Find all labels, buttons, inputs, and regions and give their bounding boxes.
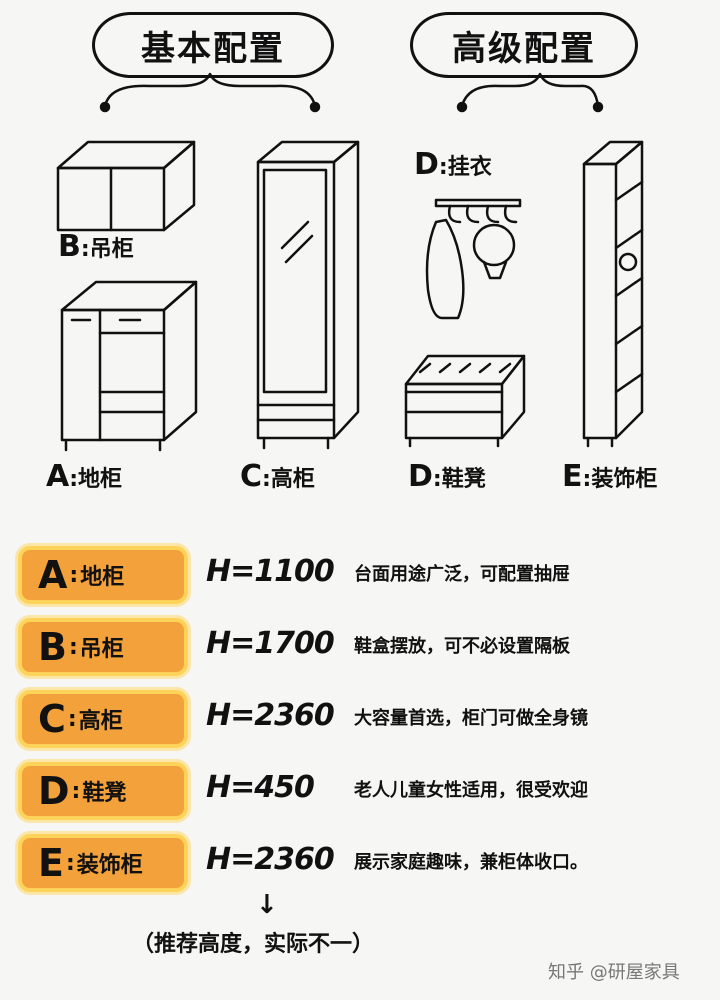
spec-height: H=2360 xyxy=(206,842,335,877)
label-sep: : xyxy=(69,467,79,492)
spec-row-d: D:鞋凳 H=450 老人儿童女性适用，很受欢迎 xyxy=(18,762,718,824)
spec-sep: : xyxy=(68,634,78,660)
label-letter: C xyxy=(240,459,263,494)
header-advanced-text: 高级配置 xyxy=(452,28,596,69)
spec-desc: 老人儿童女性适用，很受欢迎 xyxy=(354,780,588,801)
basic-brace xyxy=(99,72,321,113)
spec-row-e: E:装饰柜 H=2360 展示家庭趣味，兼柜体收口。 xyxy=(18,834,718,896)
label-name: 地柜 xyxy=(78,467,123,492)
coat-hanger-drawing xyxy=(425,198,522,320)
spec-row-b: B:吊柜 H=1700 鞋盒摆放，可不必设置隔板 xyxy=(18,618,718,680)
label-letter: A xyxy=(46,459,70,494)
spec-height: H=450 xyxy=(206,770,315,805)
label-name: 挂衣 xyxy=(447,155,492,180)
spec-name: 鞋凳 xyxy=(82,781,127,806)
spec-desc: 展示家庭趣味，兼柜体收口。 xyxy=(354,852,588,873)
tall-cabinet-drawing xyxy=(256,140,360,450)
label-sep: : xyxy=(80,237,90,262)
shoe-bench-drawing xyxy=(404,354,526,448)
header-basic-text: 基本配置 xyxy=(141,28,285,69)
spec-name: 装饰柜 xyxy=(76,853,143,878)
spec-row-c: C:高柜 H=2360 大容量首选，柜门可做全身镜 xyxy=(18,690,718,752)
label-tall-cabinet: C:高柜 xyxy=(240,462,315,492)
spec-name: 高柜 xyxy=(78,709,123,734)
spec-sep: : xyxy=(69,562,79,588)
header-advanced: 高级配置 xyxy=(410,12,638,78)
label-shoe-bench: D:鞋凳 xyxy=(408,462,486,492)
cabinet-illustrations xyxy=(56,72,644,452)
spec-sep: : xyxy=(71,778,81,804)
label-name: 吊柜 xyxy=(89,237,134,262)
spec-letter: B xyxy=(38,625,67,669)
spec-desc: 大容量首选，柜门可做全身镜 xyxy=(354,708,588,729)
spec-desc: 鞋盒摆放，可不必设置隔板 xyxy=(354,636,570,657)
recommended-height-note: （推荐高度，实际不一） xyxy=(132,932,375,957)
spec-row-a: A:地柜 H=1100 台面用途广泛，可配置抽屉 xyxy=(18,546,718,608)
spec-desc: 台面用途广泛，可配置抽屉 xyxy=(354,564,570,585)
spec-badge: C:高柜 xyxy=(18,690,188,748)
spec-sep: : xyxy=(65,850,75,876)
spec-height: H=2360 xyxy=(206,698,335,733)
label-letter: D xyxy=(408,459,433,494)
spec-letter: D xyxy=(38,769,70,813)
spec-height: H=1100 xyxy=(206,554,335,589)
spec-sep: : xyxy=(67,706,77,732)
spec-badge: E:装饰柜 xyxy=(18,834,188,892)
decorative-cabinet-drawing xyxy=(582,140,644,448)
spec-badge: D:鞋凳 xyxy=(18,762,188,820)
label-name: 鞋凳 xyxy=(441,467,486,492)
spec-badge: B:吊柜 xyxy=(18,618,188,676)
label-sep: : xyxy=(432,467,442,492)
watermark: 知乎 @研屋家具 xyxy=(548,962,680,983)
floor-cabinet-drawing xyxy=(60,280,198,452)
label-letter: D xyxy=(414,147,439,182)
label-decorative-cabinet: E:装饰柜 xyxy=(562,462,657,492)
label-coat-hanger: D:挂衣 xyxy=(414,150,492,180)
label-sep: : xyxy=(262,467,271,492)
spec-height: H=1700 xyxy=(206,626,335,661)
label-letter: B xyxy=(58,229,81,264)
spec-name: 吊柜 xyxy=(79,637,124,662)
header-basic: 基本配置 xyxy=(92,12,334,78)
label-wall-cabinet: B:吊柜 xyxy=(58,232,134,262)
wall-cabinet-drawing xyxy=(56,140,196,232)
spec-name: 地柜 xyxy=(80,565,125,590)
spec-letter: A xyxy=(38,553,68,597)
advanced-brace xyxy=(456,72,604,113)
label-name: 高柜 xyxy=(270,467,315,492)
spec-letter: E xyxy=(38,841,64,885)
label-floor-cabinet: A:地柜 xyxy=(46,462,122,492)
label-sep: : xyxy=(582,467,592,492)
spec-badge: A:地柜 xyxy=(18,546,188,604)
label-sep: : xyxy=(438,155,448,180)
label-name: 装饰柜 xyxy=(591,467,658,492)
spec-letter: C xyxy=(38,697,66,741)
label-letter: E xyxy=(562,459,583,494)
note-arrow: ↓ xyxy=(256,890,278,920)
